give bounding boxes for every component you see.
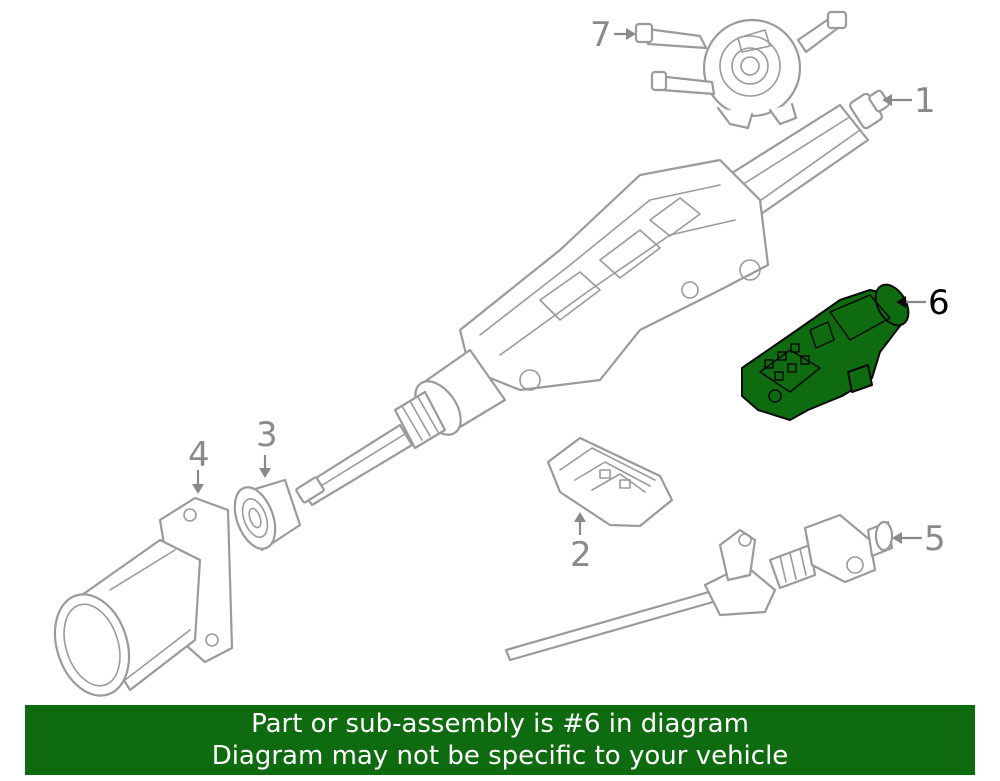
callout-2[interactable]: 2 (570, 535, 592, 575)
info-banner: Part or sub-assembly is #6 in diagram Di… (25, 705, 975, 775)
part-6-actuator-highlighted[interactable] (741, 279, 915, 421)
callout-7[interactable]: 7 (590, 15, 612, 55)
part-5-shift-cable[interactable] (504, 513, 894, 662)
callout-labels: 1 2 3 4 5 6 7 (188, 15, 950, 575)
callout-3[interactable]: 3 (256, 415, 278, 455)
callout-6[interactable]: 6 (928, 283, 950, 323)
part-7-combination-switch[interactable] (634, 10, 848, 130)
part-4-boot-flange[interactable] (43, 496, 234, 700)
part-1-steering-column[interactable] (295, 89, 890, 507)
banner-line-2: Diagram may not be specific to your vehi… (211, 741, 789, 771)
callout-5[interactable]: 5 (924, 519, 946, 559)
banner-line-1: Part or sub-assembly is #6 in diagram (251, 709, 749, 739)
callout-4[interactable]: 4 (188, 435, 210, 475)
parts-diagram: 1 2 3 4 5 6 7 (43, 10, 950, 700)
callout-1[interactable]: 1 (914, 81, 936, 121)
leader-lines (192, 28, 926, 544)
part-3-bearing[interactable] (227, 478, 302, 554)
part-2-bracket[interactable] (546, 436, 674, 528)
